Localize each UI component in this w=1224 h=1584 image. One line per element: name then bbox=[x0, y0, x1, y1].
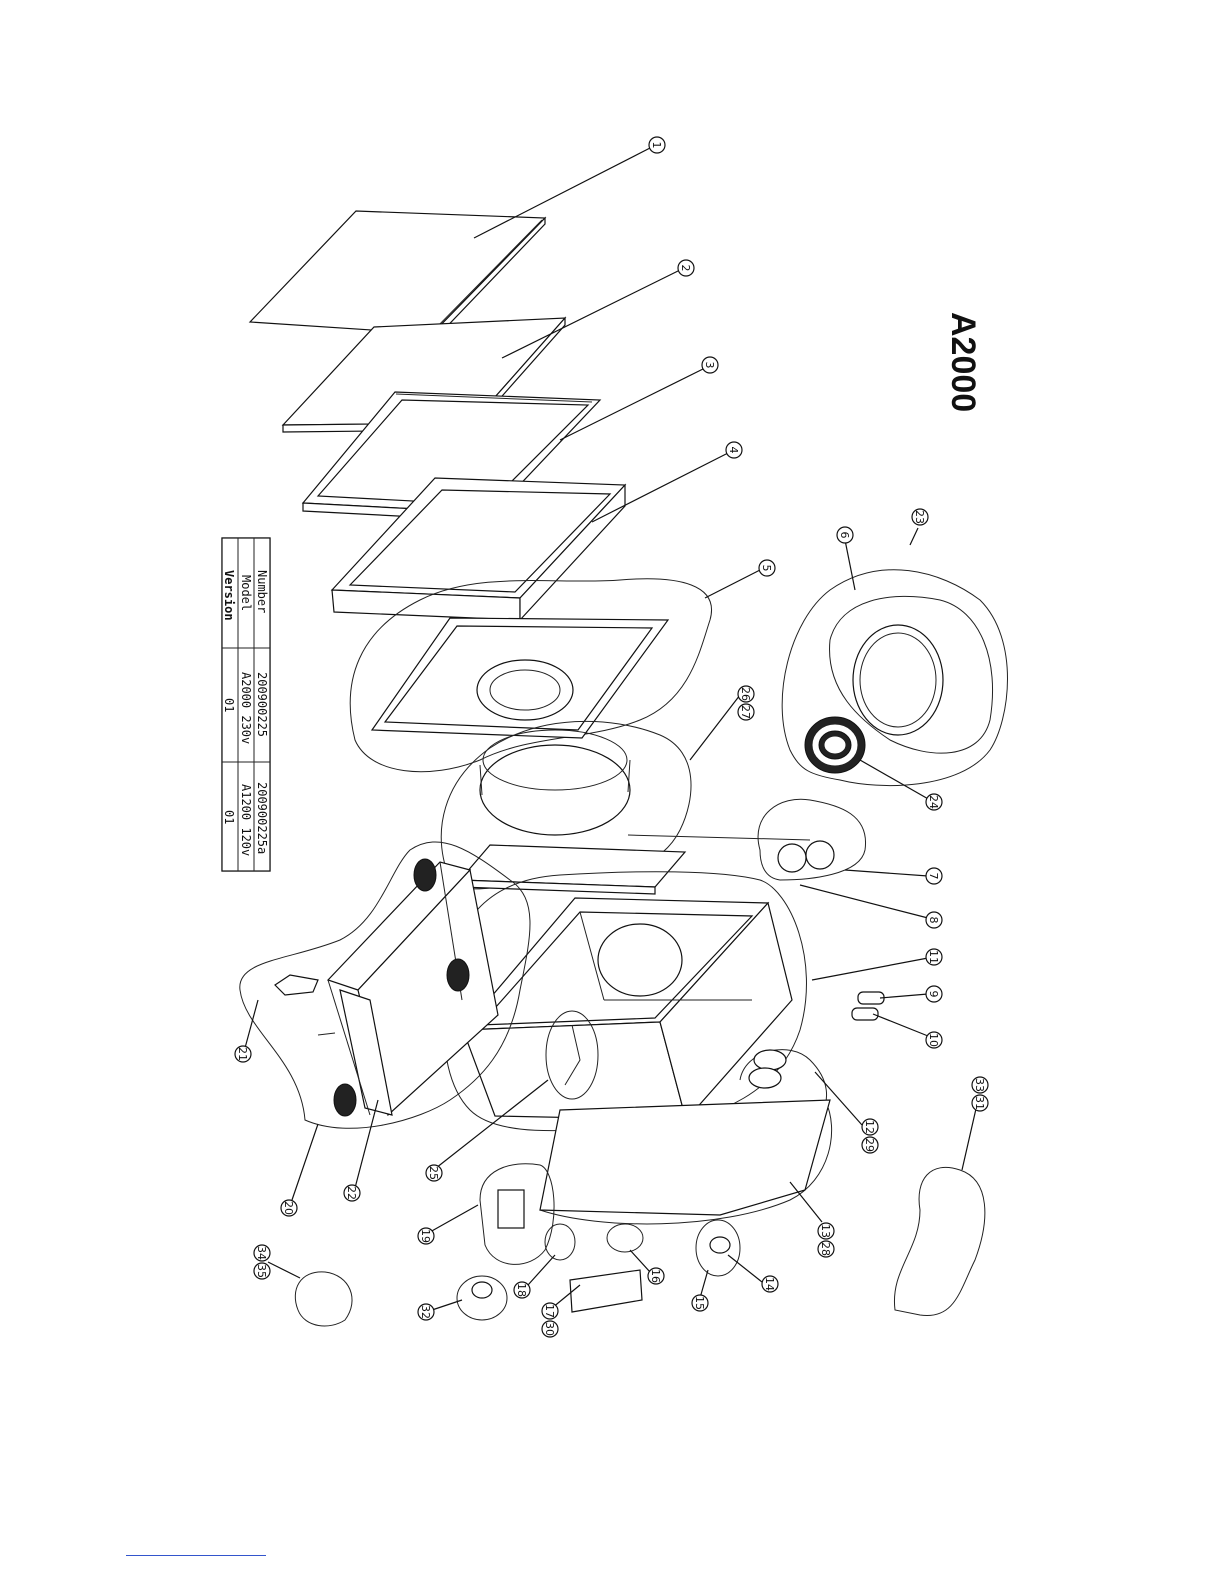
callout-number: 11 bbox=[927, 950, 940, 964]
callout-number: 22 bbox=[345, 1186, 358, 1200]
callout-number: 4 bbox=[727, 447, 740, 454]
title-block-number-a: 200900225 bbox=[255, 672, 269, 737]
callout-number: 18 bbox=[515, 1283, 528, 1297]
title-block-version-b: 01 bbox=[222, 810, 236, 824]
callout-number: 19 bbox=[419, 1229, 432, 1243]
callout-number: 6 bbox=[838, 532, 851, 539]
callout-number: 26 bbox=[739, 687, 752, 701]
callout-number: 9 bbox=[927, 991, 940, 998]
part-fittings bbox=[852, 992, 884, 1020]
title-block-model-b: A1200 120v bbox=[239, 784, 253, 856]
callout-number: 14 bbox=[763, 1277, 776, 1291]
part-fan-grille bbox=[782, 570, 1007, 786]
callout-number: 35 bbox=[255, 1264, 268, 1278]
callout-number: 12 bbox=[863, 1120, 876, 1134]
callout-number: 13 bbox=[819, 1224, 832, 1238]
drawing-title: A2000 bbox=[944, 312, 982, 412]
title-block-number-b: 200900225a bbox=[255, 782, 269, 854]
part-switch-plate bbox=[480, 1164, 554, 1265]
callout-number: 24 bbox=[927, 795, 940, 809]
callout-number: 17 bbox=[543, 1304, 556, 1318]
title-block-header-model: Model bbox=[239, 575, 253, 611]
callout-number: 20 bbox=[282, 1201, 295, 1215]
callout-number: 27 bbox=[739, 705, 752, 719]
title-block-header-version: Version bbox=[222, 570, 236, 621]
callout-number: 15 bbox=[693, 1296, 706, 1310]
callout-number: 33 bbox=[973, 1078, 986, 1092]
callout-number: 7 bbox=[927, 873, 940, 880]
callout-number: 1 bbox=[650, 142, 663, 149]
callout-number: 8 bbox=[927, 917, 940, 924]
callout-number: 2 bbox=[679, 265, 692, 272]
callout-number: 28 bbox=[819, 1242, 832, 1256]
callout-number: 32 bbox=[419, 1305, 432, 1319]
title-block-header-number: Number bbox=[255, 570, 269, 613]
title-block-version-a: 01 bbox=[222, 698, 236, 712]
callout-number: 3 bbox=[703, 362, 716, 369]
callout-number: 30 bbox=[543, 1322, 556, 1336]
callout-number: 31 bbox=[973, 1096, 986, 1110]
callout-number: 34 bbox=[255, 1246, 268, 1260]
callout-number: 25 bbox=[427, 1166, 440, 1180]
callout-number: 5 bbox=[760, 565, 773, 572]
title-block-model-a: A2000 230v bbox=[239, 672, 253, 744]
callout-number: 16 bbox=[649, 1269, 662, 1283]
callout-number: 10 bbox=[927, 1033, 940, 1047]
callout-number: 21 bbox=[236, 1047, 249, 1061]
callout-number: 23 bbox=[913, 510, 926, 524]
part-mount-board bbox=[460, 845, 685, 894]
callout-number: 29 bbox=[863, 1138, 876, 1152]
footer-rule bbox=[126, 1555, 266, 1556]
part-cabinet bbox=[444, 872, 807, 1131]
